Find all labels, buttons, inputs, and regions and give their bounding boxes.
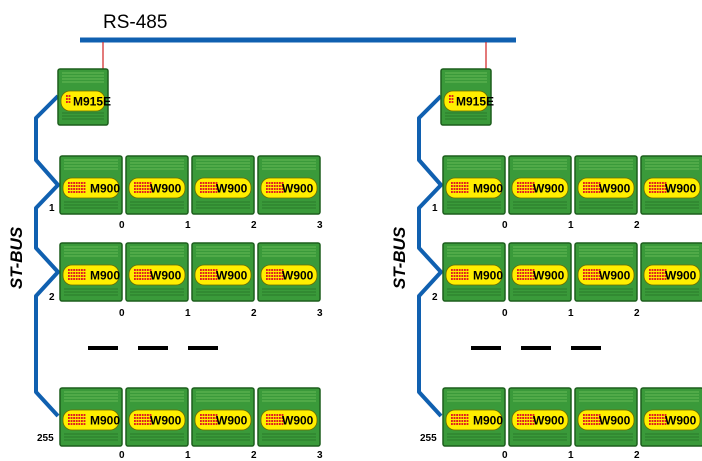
row-number: 255 — [420, 433, 437, 444]
st-bus-line — [34, 94, 60, 418]
column-number: 0 — [502, 220, 508, 231]
column-number: 0 — [119, 450, 125, 461]
row-number: 2 — [432, 292, 438, 303]
module-name: W900 — [533, 269, 565, 283]
module-name: W900 — [150, 414, 182, 428]
module-name: M900 — [90, 269, 120, 283]
module-name: M900 — [90, 182, 120, 196]
column-number: 0 — [119, 220, 125, 231]
module-name: W900 — [150, 269, 182, 283]
column-number: 1 — [185, 450, 191, 461]
row-number: 2 — [49, 292, 55, 303]
ellipsis-dash — [88, 346, 118, 350]
column-number: 2 — [634, 308, 640, 319]
st-bus-label: ST-BUS — [7, 226, 26, 290]
module-name: W900 — [665, 182, 697, 196]
column-number: 2 — [634, 450, 640, 461]
module-name: W900 — [533, 182, 565, 196]
column-number: 0 — [119, 308, 125, 319]
column-number: 0 — [502, 308, 508, 319]
ellipsis-dash — [571, 346, 601, 350]
column-number: 1 — [185, 220, 191, 231]
row-number: 1 — [49, 203, 55, 214]
column-number: 1 — [568, 308, 574, 319]
module-name: W900 — [282, 182, 314, 196]
module-name: W900 — [665, 414, 697, 428]
column-number: 3 — [317, 220, 323, 231]
module-name: M915E — [456, 95, 494, 109]
module-name: M915E — [73, 95, 111, 109]
st-bus-line — [417, 94, 443, 418]
ellipsis-dash — [521, 346, 551, 350]
column-number: 2 — [634, 220, 640, 231]
module-name: W900 — [282, 269, 314, 283]
column-number: 3 — [317, 308, 323, 319]
column-number: 2 — [251, 450, 257, 461]
column-number: 3 — [317, 450, 323, 461]
column-number: 1 — [568, 220, 574, 231]
column-number: 1 — [185, 308, 191, 319]
ellipsis-dash — [138, 346, 168, 350]
module-name: M900 — [473, 414, 503, 428]
ellipsis-dash — [471, 346, 501, 350]
rs485-label: RS-485 — [103, 12, 168, 33]
row-number: 1 — [432, 203, 438, 214]
row-number: 255 — [37, 433, 54, 444]
column-number: 2 — [251, 308, 257, 319]
column-number: 0 — [502, 450, 508, 461]
module-name: W900 — [599, 414, 631, 428]
st-bus-label: ST-BUS — [390, 226, 409, 290]
module-name: W900 — [599, 182, 631, 196]
column-number: 2 — [251, 220, 257, 231]
module-label-panel — [60, 90, 106, 112]
module-name: M900 — [473, 182, 503, 196]
module-label-panel — [443, 90, 489, 112]
module-name: W900 — [216, 269, 248, 283]
module-name: W900 — [665, 269, 697, 283]
column-number: 1 — [568, 450, 574, 461]
module-name: M900 — [90, 414, 120, 428]
module-name: W900 — [533, 414, 565, 428]
module-name: W900 — [216, 182, 248, 196]
module-name: M900 — [473, 269, 503, 283]
module-name: W900 — [216, 414, 248, 428]
module-name: W900 — [150, 182, 182, 196]
module-name: W900 — [599, 269, 631, 283]
module-name: W900 — [282, 414, 314, 428]
ellipsis-dash — [188, 346, 218, 350]
